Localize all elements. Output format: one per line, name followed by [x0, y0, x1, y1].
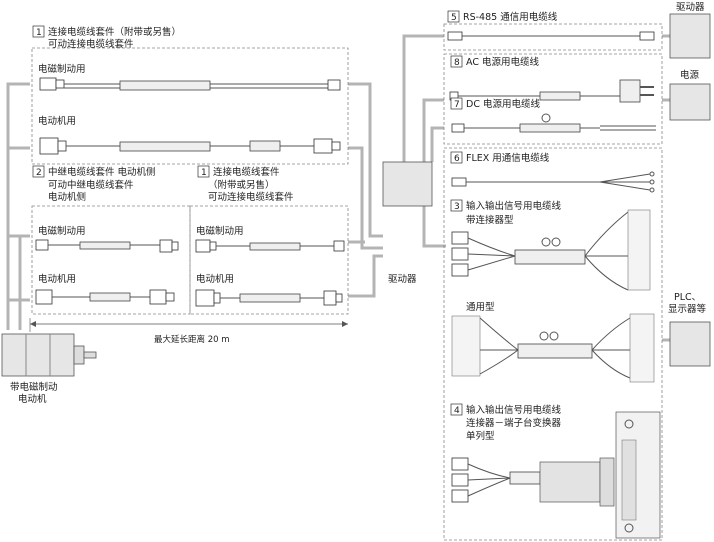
io-cable-general-type — [451, 313, 655, 383]
dc-number: 7 — [454, 100, 460, 110]
flex-number: 6 — [454, 154, 460, 164]
driver-label: 驱动器 — [388, 274, 417, 285]
io-cable-terminal-type — [451, 411, 661, 539]
power-frame — [443, 53, 663, 145]
rs485-frame — [443, 23, 663, 51]
flex-number-box — [450, 151, 463, 164]
io2-number: 4 — [454, 406, 460, 416]
terminal-label: 连接器－端子台变换器 — [466, 417, 562, 429]
io-cable-label: 输入输出信号用电缆线 — [466, 200, 562, 212]
kit1-motor-cable — [39, 137, 341, 155]
kit2-motor-cable — [35, 289, 175, 305]
ac-number-box — [450, 55, 463, 68]
kit2-motor-label: 电动机用 — [38, 273, 76, 285]
power-box — [669, 83, 711, 121]
rs485-cable — [447, 31, 655, 41]
dc-cable-label: DC 电源用电缆线 — [466, 98, 540, 110]
driver-top-label: 驱动器 — [676, 2, 705, 13]
kit2-title: 中继电缆线套件 电动机侧 — [48, 166, 156, 178]
motor-name-line-2: 电动机 — [18, 393, 47, 405]
single-row-label: 单列型 — [466, 430, 495, 442]
display-label: 显示器等 — [668, 303, 707, 315]
flex-cable — [451, 171, 655, 193]
rs485-number-box — [447, 10, 460, 23]
connection-lines — [6, 34, 672, 342]
driver-box — [382, 161, 433, 207]
kit3-motor-label: 电动机用 — [196, 273, 234, 285]
kit1-em-brake-cable — [39, 77, 341, 91]
io-number: 3 — [454, 202, 460, 212]
general-label: 通用型 — [466, 302, 495, 313]
kit3-motor-cable — [195, 289, 343, 307]
ac-cable-label: AC 电源用电缆线 — [466, 56, 539, 68]
motor-image — [1, 333, 97, 377]
io2-cable-label: 输入输出信号用电缆线 — [466, 404, 562, 416]
kit3-frame — [189, 205, 349, 315]
kit1-number-box — [32, 25, 45, 38]
kit3-title: 连接电缆线套件 — [213, 166, 280, 178]
dc-cable — [451, 113, 656, 133]
kit3-number: 1 — [201, 168, 207, 178]
kit2-number: 2 — [36, 168, 42, 178]
motor-name-line-1: 带电磁制动 — [10, 381, 58, 393]
ac-cable — [449, 79, 654, 103]
kit2-em-brake-cable — [35, 239, 179, 253]
kit1-title: 连接电缆线套件（附带或另售） — [48, 26, 181, 38]
plc-label: PLC、 — [674, 292, 701, 303]
io-number-box — [450, 199, 463, 212]
kit3-number-box — [197, 165, 210, 178]
driver-top-box — [669, 13, 711, 59]
io2-number-box — [450, 403, 463, 416]
rs485-number: 5 — [451, 13, 457, 23]
max-length-label: 最大延长距离 20 m — [154, 334, 230, 345]
io-cable-connector-type — [451, 209, 651, 291]
kit2-number-box — [32, 165, 45, 178]
kit1-motor-label: 电动机用 — [38, 115, 76, 127]
kit1-frame — [31, 47, 349, 165]
max-length-dimension — [29, 318, 348, 332]
kit1-subtitle: 可动连接电缆线套件 — [48, 38, 134, 50]
power-label: 电源 — [680, 69, 700, 81]
flex-cable-label: FLEX 用通信电缆线 — [466, 152, 550, 164]
kit3-em-brake-label: 电磁制动用 — [196, 225, 244, 237]
kit1-em-brake-label: 电磁制动用 — [38, 63, 86, 75]
ac-number: 8 — [454, 58, 460, 68]
rs485-label: RS-485 通信用电缆线 — [463, 11, 558, 23]
kit1-number: 1 — [36, 28, 42, 38]
kit3-subtitle-2: 可动连接电缆线套件 — [208, 191, 294, 203]
kit2-em-brake-label: 电磁制动用 — [38, 225, 86, 237]
with-connector-label: 带连接器型 — [466, 214, 514, 226]
dc-number-box — [450, 97, 463, 110]
kit2-subtitle-1: 可动中继电缆线套件 — [48, 179, 134, 191]
plc-box — [669, 321, 711, 367]
kit3-subtitle-1: （附带或另售） — [208, 179, 275, 191]
kit3-em-brake-cable — [195, 239, 345, 253]
kit2-subtitle-2: 电动机侧 — [48, 191, 86, 203]
